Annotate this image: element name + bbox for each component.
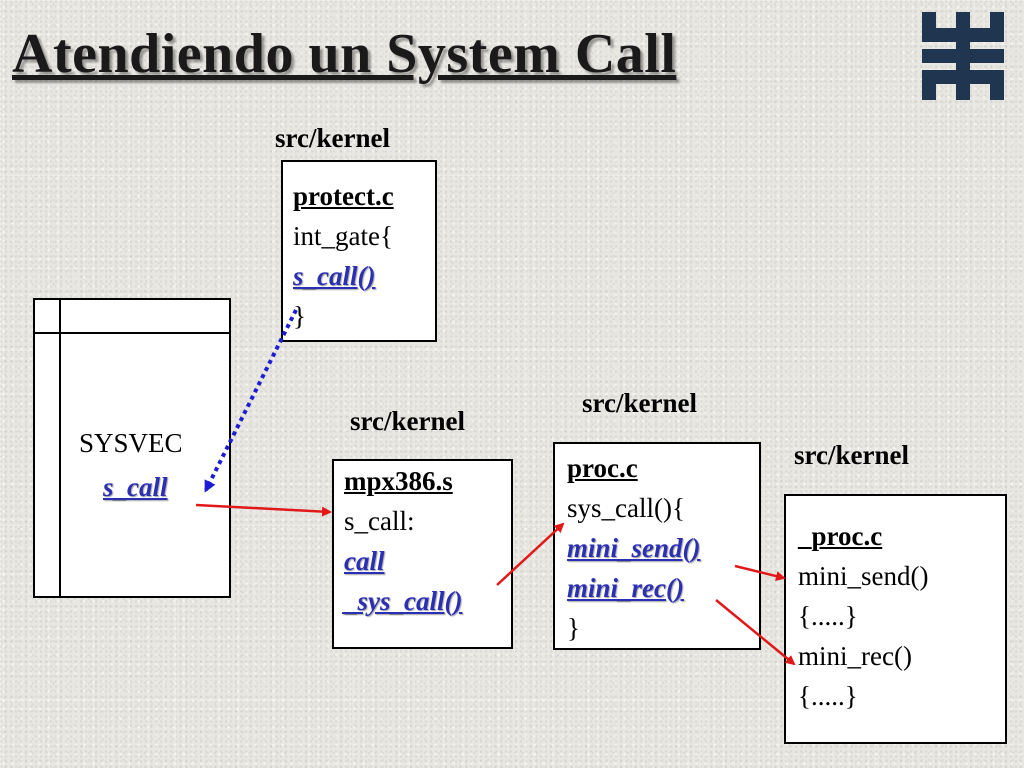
- mpx-box: mpx386.s s_call: call _sys_call(): [332, 459, 513, 649]
- protect-close: }: [293, 301, 306, 331]
- mpx-file-name: mpx386.s: [344, 466, 453, 496]
- proc-mini-rec: mini_rec(): [567, 573, 684, 603]
- protect-call: s_call(): [293, 261, 376, 291]
- page-title: Atendiendo un System Call: [12, 23, 677, 85]
- sysvec-entry: s_call: [103, 472, 168, 502]
- university-logo: [922, 12, 1004, 100]
- uproc-mini-send: mini_send(): [798, 561, 929, 591]
- mpx-line: s_call:: [344, 506, 415, 536]
- proc-dir-label: src/kernel: [582, 388, 697, 418]
- uproc-file-name: _proc.c: [798, 521, 883, 551]
- mpx-sys-call: _sys_call(): [344, 586, 463, 616]
- proc-file-name: proc.c: [567, 453, 638, 483]
- protect-box: protect.c int_gate{ s_call() }: [281, 160, 437, 342]
- uproc-mini-rec: mini_rec(): [798, 641, 912, 671]
- uproc-box: _proc.c mini_send() {.....} mini_rec() {…: [784, 494, 1007, 744]
- uproc-body: {.....}: [798, 601, 858, 631]
- sysvec-table: SYSVEC s_call: [33, 298, 231, 598]
- proc-box: proc.c sys_call(){ mini_send() mini_rec(…: [553, 442, 761, 650]
- protect-dir-label: src/kernel: [275, 123, 390, 153]
- proc-mini-send: mini_send(): [567, 533, 701, 563]
- sysvec-label: SYSVEC: [79, 428, 183, 458]
- protect-file-name: protect.c: [293, 181, 394, 211]
- mpx-call: call: [344, 546, 385, 576]
- table-divider: [35, 332, 229, 334]
- proc-close: }: [567, 613, 580, 643]
- table-divider: [59, 300, 61, 596]
- uproc-dir-label: src/kernel: [794, 440, 909, 470]
- mpx-dir-label: src/kernel: [350, 406, 465, 436]
- proc-line: sys_call(){: [567, 493, 685, 523]
- protect-line: int_gate{: [293, 221, 393, 251]
- uproc-body: {.....}: [798, 681, 858, 711]
